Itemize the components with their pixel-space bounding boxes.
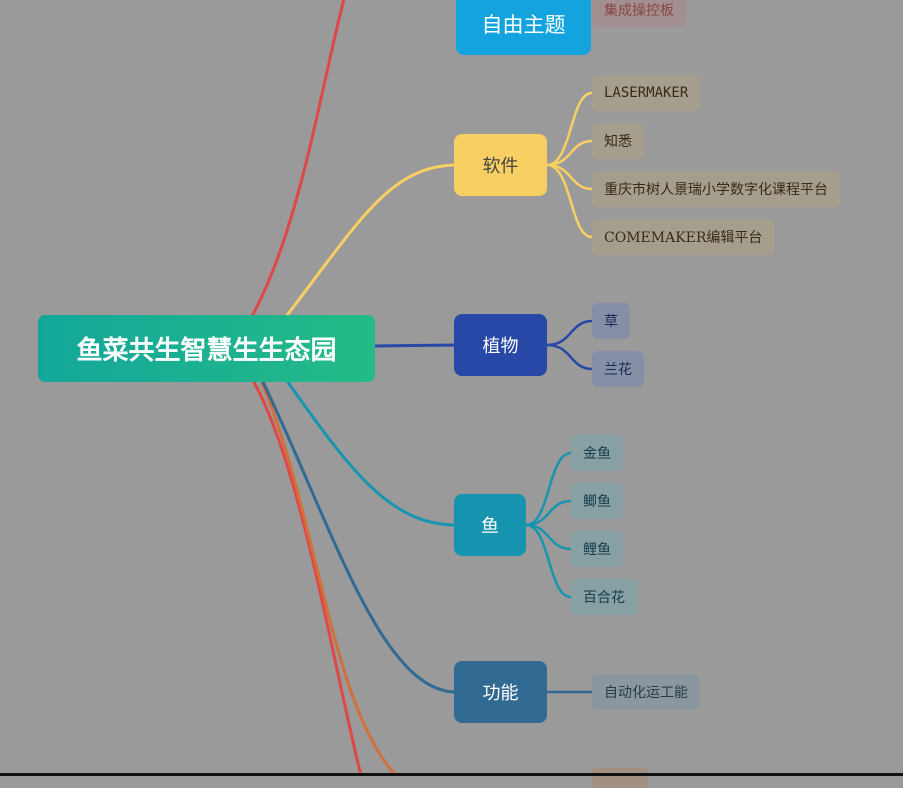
branch-function[interactable]: 功能 (454, 661, 547, 723)
leaf-crucian[interactable]: 鲫鱼 (571, 483, 623, 519)
offscreen-leaf-node[interactable] (592, 768, 648, 788)
leaf-comemaker[interactable]: COMEMAKER编辑平台 (592, 219, 775, 255)
connector-root-to-offscreen-bottom-red (248, 373, 363, 776)
connector-plant-to-orchid (545, 343, 594, 371)
connector-plant-to-grass (545, 319, 594, 347)
connector-fish-to-lily (524, 523, 573, 599)
connector-root-to-fish (283, 376, 458, 527)
connector-root-to-software (283, 163, 458, 320)
leaf-orchid[interactable]: 兰花 (592, 351, 644, 387)
root-node[interactable]: 鱼菜共生智慧生生态园 (38, 315, 375, 382)
connector-software-to-comemaker (545, 163, 594, 239)
leaf-lasermaker[interactable]: LASERMAKER (592, 75, 701, 111)
branch-software[interactable]: 软件 (454, 134, 547, 196)
connector-fish-to-goldfish (524, 451, 573, 527)
connector-software-to-lasermaker (545, 91, 594, 167)
leaf-automation[interactable]: 自动化运工能 (592, 674, 700, 710)
connector-software-to-platform (545, 163, 594, 191)
leaf-carp[interactable]: 鲤鱼 (571, 531, 623, 567)
leaf-goldfish[interactable]: 金鱼 (571, 435, 623, 471)
connector-root-to-function (260, 378, 458, 694)
leaf-integrated-control-board[interactable]: 集成操控板 (592, 0, 686, 27)
branch-fish[interactable]: 鱼 (454, 494, 526, 556)
connector-software-to-zhixi (545, 139, 594, 167)
canvas-bottom-border (0, 773, 903, 776)
leaf-course-platform[interactable]: 重庆市树人景瑞小学数字化课程平台 (592, 171, 840, 207)
connector-root-to-offscreen-bottom-orange (258, 376, 399, 776)
leaf-lily[interactable]: 百合花 (571, 579, 637, 615)
leaf-zhixi[interactable]: 知悉 (592, 123, 644, 159)
leaf-grass[interactable]: 草 (592, 303, 630, 339)
branch-plant[interactable]: 植物 (454, 314, 547, 376)
connector-root-to-offscreen-top (248, 0, 346, 322)
branch-theme[interactable]: 自由主题 (456, 0, 591, 55)
connector-root-to-plant (373, 343, 458, 348)
